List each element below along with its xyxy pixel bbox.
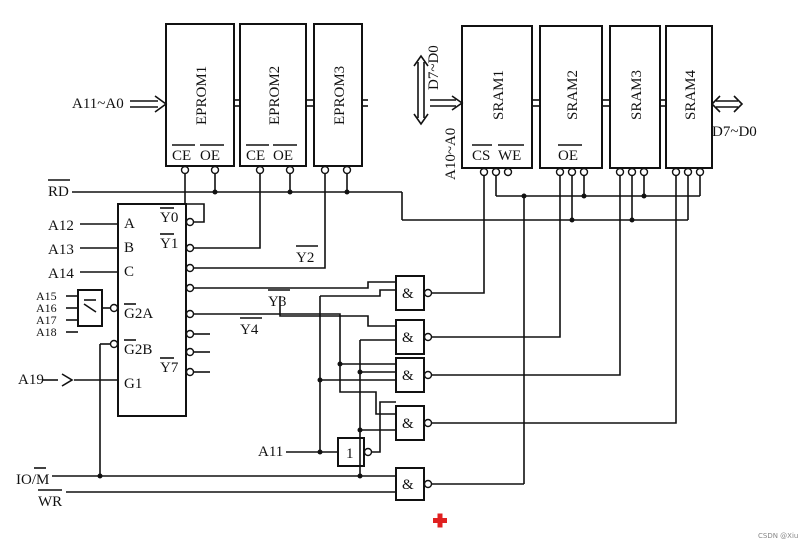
sram-we-label: WE (498, 148, 521, 164)
addr-a16-label: A16 (36, 301, 57, 315)
decoder-output-y7: Y7 (160, 360, 179, 376)
y3-signal-label: Y3 (268, 294, 286, 310)
and-gate-2-symbol: & (402, 330, 414, 346)
sram4-chip (665, 25, 713, 169)
eprom2-ce-label: CE (246, 148, 265, 164)
sram-address-bus-label: A10~A0 (443, 128, 459, 180)
eprom2-label: EPROM2 (267, 66, 283, 125)
sram2-label: SRAM2 (565, 70, 581, 120)
watermark-text: CSDN @Xiu (758, 532, 798, 540)
and-gate-5-symbol: & (402, 477, 414, 493)
decoder-output-y1: Y1 (160, 236, 178, 252)
eprom-address-bus-label: A11~A0 (72, 96, 124, 112)
sram2-oe-label: OE (558, 148, 578, 164)
and-gate-1-symbol: & (402, 286, 414, 302)
sram-data-bus-right-label: D7~D0 (712, 124, 757, 140)
a11-signal-label: A11 (258, 444, 283, 460)
y4-signal-label: Y4 (240, 322, 259, 338)
addr-a18-label: A18 (36, 325, 57, 339)
addr-a17-label: A17 (36, 313, 57, 327)
eprom1-label: EPROM1 (194, 66, 210, 125)
and-gate-5 (395, 467, 425, 501)
eprom1-oe-label: OE (200, 148, 220, 164)
inverter-symbol: 1 (346, 446, 354, 462)
eprom2-chip (239, 23, 307, 167)
sram1-label: SRAM1 (491, 70, 507, 120)
rd-signal-label: RD (48, 184, 69, 200)
addr-a13-label: A13 (48, 242, 74, 258)
decoder-input-g2a: G2A (124, 306, 153, 322)
sram3-chip (609, 25, 661, 169)
eprom1-chip (165, 23, 235, 167)
addr-a19-label: A19 (18, 372, 44, 388)
decoder-chip (117, 203, 187, 417)
and-gate-4-symbol: & (402, 416, 414, 432)
decoder-input-b: B (124, 240, 134, 256)
and-gate-3-symbol: & (402, 368, 414, 384)
addr-a14-label: A14 (48, 266, 74, 282)
sram3-label: SRAM3 (629, 70, 645, 120)
sram-data-bus-top-label: D7~D0 (426, 45, 442, 90)
decoder-output-y0: Y0 (160, 210, 178, 226)
decoder-input-c: C (124, 264, 134, 280)
and-gate-4 (395, 405, 425, 441)
y2-signal-label: Y2 (296, 250, 314, 266)
sram4-label: SRAM4 (683, 69, 699, 120)
addr-a12-label: A12 (48, 218, 74, 234)
addr-a15-label: A15 (36, 289, 57, 303)
decoder-input-g1: G1 (124, 376, 142, 392)
and-gate-2 (395, 319, 425, 355)
eprom1-ce-label: CE (172, 148, 191, 164)
eprom3-chip (313, 23, 363, 167)
sram-cs-label: CS (472, 148, 490, 164)
eprom2-oe-label: OE (273, 148, 293, 164)
io-m-signal-label: IO/M (16, 472, 49, 488)
wr-signal-label: WR (38, 494, 62, 510)
eprom3-label: EPROM3 (332, 66, 348, 125)
decoder-input-a: A (124, 216, 135, 232)
decoder-input-g2b: G2B (124, 342, 152, 358)
red-cross-marker (433, 513, 447, 528)
